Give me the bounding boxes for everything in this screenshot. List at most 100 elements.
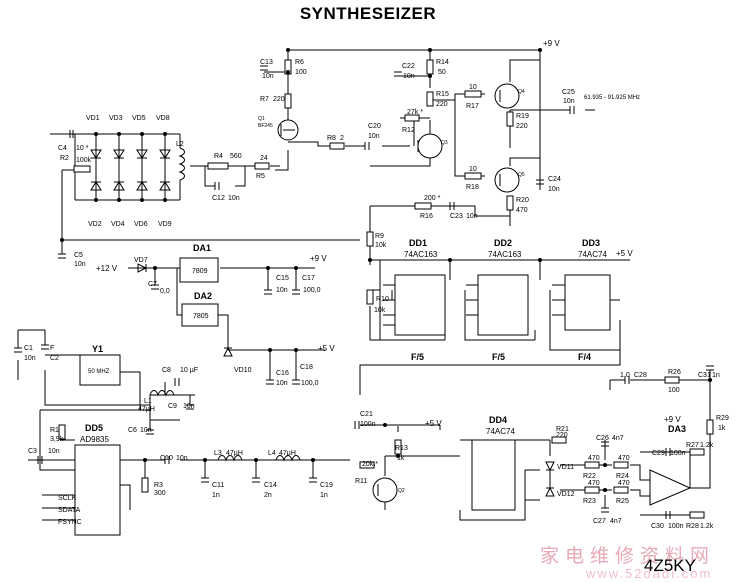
- label-da1: DA1: [193, 243, 211, 253]
- label-c9-value: 10n: [183, 403, 195, 410]
- rail-5v-a: +5 V: [616, 249, 633, 258]
- resistor-r3: [141, 477, 149, 493]
- transistor-q2: [372, 477, 398, 503]
- label-c29: C29: [652, 450, 665, 457]
- label-r22: R22: [583, 473, 596, 480]
- label-c5-value: 10n: [74, 261, 86, 268]
- label-c17: C17: [302, 275, 315, 282]
- label-dd2: DD2: [494, 238, 512, 248]
- diode-vd7: [137, 263, 148, 273]
- label-vd12: VD12: [557, 491, 575, 498]
- resistor-r20: [506, 195, 514, 211]
- capacitor-c31: [706, 365, 714, 371]
- resistor-r12: [404, 114, 420, 122]
- label-c27: C27: [593, 518, 606, 525]
- label-r26-value: 100: [668, 387, 680, 394]
- resistor-r15: [426, 91, 434, 107]
- resistor-r19: [506, 111, 514, 127]
- label-r12: R12: [402, 127, 415, 134]
- label-l1: L1: [144, 398, 152, 405]
- label-c12: C12: [212, 195, 225, 202]
- label-c23: C23: [450, 213, 463, 220]
- label-r9-value: 10k: [375, 242, 387, 249]
- label-r25-value: 470: [618, 480, 630, 487]
- label-dd4: DD4: [489, 415, 507, 425]
- label-c22-value: 10n: [403, 73, 415, 80]
- rail-9v-mid: +9 V: [310, 254, 327, 263]
- label-c8-value: 10 µF: [180, 367, 198, 374]
- label-l2: L2: [176, 141, 184, 148]
- capacitor-c26: [601, 441, 609, 447]
- label-r19: R19: [516, 113, 529, 120]
- transistors: [277, 83, 520, 503]
- resistor-r1: [58, 424, 66, 440]
- label-r29: R29: [716, 415, 729, 422]
- label-r18: R18: [466, 184, 479, 191]
- rail-5v-b: +5 V: [318, 344, 335, 353]
- label-c6: C6: [128, 427, 137, 434]
- capacitor-c21: [354, 421, 360, 429]
- label-c7-value: 0,0: [160, 288, 170, 295]
- label-r16: R16: [420, 213, 433, 220]
- label-sclk: SCLK: [58, 495, 77, 502]
- resistor-r21: [551, 436, 567, 444]
- label-vd2: VD2: [88, 221, 102, 228]
- label-r20-value: 470: [516, 207, 528, 214]
- label-q3: Q3: [441, 140, 448, 146]
- label-r17: R17: [466, 103, 479, 110]
- transistor-q3: [417, 133, 443, 159]
- dds-dd5: [74, 444, 121, 536]
- label-vd9: VD9: [158, 221, 172, 228]
- label-c2-value: F: [50, 345, 54, 352]
- label-c14: C14: [264, 482, 277, 489]
- label-c11-value: 1n: [212, 492, 220, 499]
- label-da2: DA2: [194, 291, 212, 301]
- label-l3: L3: [214, 450, 222, 457]
- label-r21-value: 220: [556, 432, 568, 439]
- resistor-r28: [689, 511, 705, 519]
- labels: +9 V +9 V +5 V +5 V +5 V +9 V +12 V VD1 …: [24, 39, 729, 530]
- label-dd4-type: 74AC74: [486, 427, 515, 436]
- label-r4-value: 560: [230, 153, 242, 160]
- varactor-vd2: [90, 181, 102, 191]
- capacitor-c8: [174, 378, 180, 386]
- label-vd7: VD7: [134, 257, 148, 264]
- label-dd1: DD1: [409, 238, 427, 248]
- resistor-r24: [613, 461, 629, 469]
- counter-dd1: [394, 274, 446, 336]
- rail-5v-c: +5 V: [425, 419, 442, 428]
- label-c10-value: 10n: [176, 455, 188, 462]
- label-c16-value: 10n: [276, 380, 288, 387]
- capacitor-c7: [151, 284, 159, 290]
- capacitor-c28: [624, 376, 630, 384]
- label-y1: Y1: [92, 344, 103, 354]
- label-c24: C24: [548, 176, 561, 183]
- resistor-r11: [359, 461, 375, 469]
- resistor-r23: [584, 486, 600, 494]
- label-c23-value: 10n: [466, 213, 478, 220]
- capacitor-c12: [214, 182, 220, 190]
- label-r1: R1: [50, 427, 59, 434]
- label-r9: R9: [375, 233, 384, 240]
- inductor-l1: [149, 390, 175, 397]
- label-r5: R5: [256, 173, 265, 180]
- capacitor-c2: [41, 344, 49, 350]
- transistor-q5: [494, 167, 520, 193]
- label-q2: Q2: [398, 488, 405, 494]
- resistor-r8: [329, 142, 345, 150]
- label-c1-value: 10n: [24, 355, 36, 362]
- label-r29-value: 1k: [718, 425, 726, 432]
- label-c8: C8: [162, 367, 171, 374]
- capacitor-c25: [569, 106, 575, 114]
- capacitor-c22: [394, 71, 402, 77]
- label-r24: R24: [616, 473, 629, 480]
- label-fsync: FSYNC: [58, 519, 82, 526]
- label-y1-type: 50 MHZ: [88, 369, 110, 375]
- label-c26: C26: [596, 435, 609, 442]
- capacitor-c4: [69, 130, 74, 138]
- label-l4-value: 47µH: [279, 450, 296, 457]
- label-sdata: SDATA: [58, 507, 81, 514]
- resistor-r27: [689, 448, 705, 456]
